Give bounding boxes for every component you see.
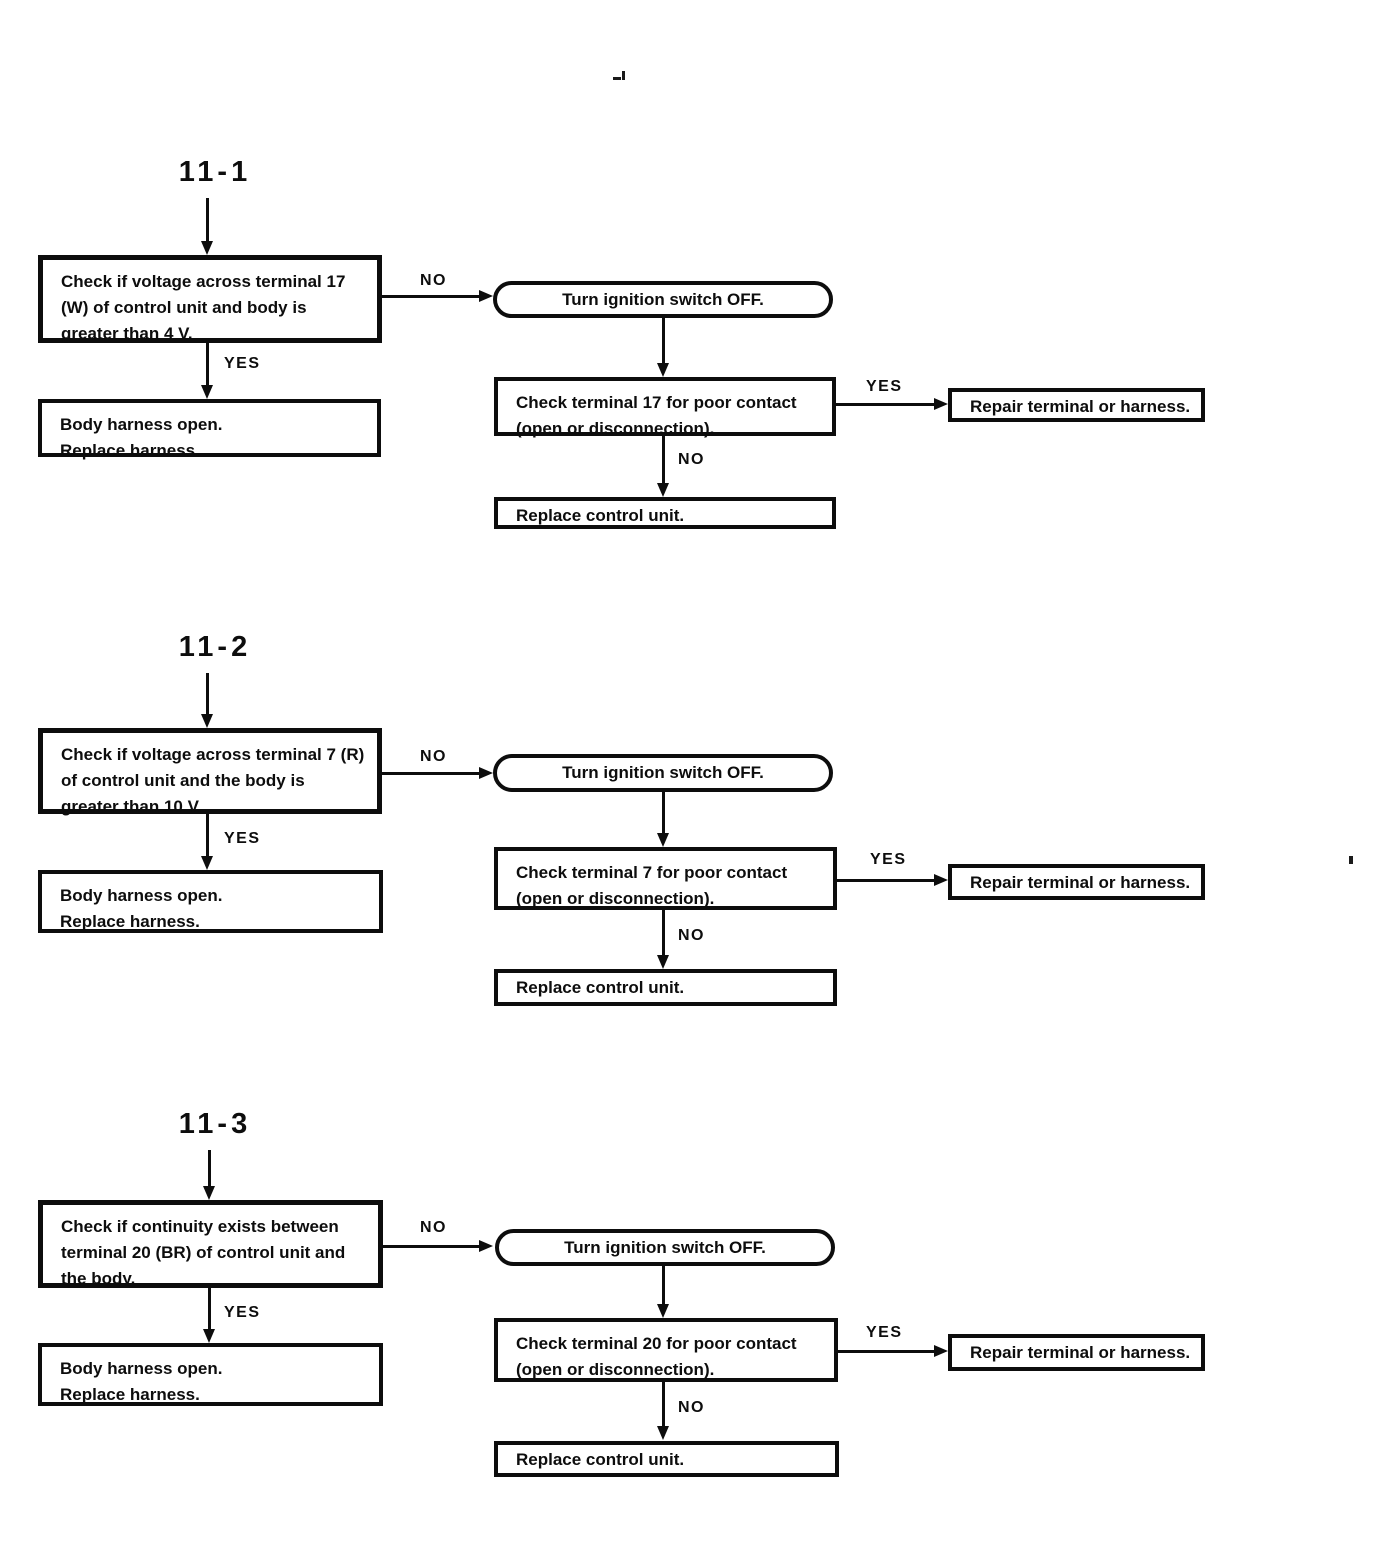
no-label: NO [420,272,447,289]
arrowhead-down-icon [201,385,213,399]
yes-label: YES [866,1324,903,1341]
connector-line [662,318,665,364]
yes-label: YES [224,1304,261,1321]
connector-line [837,879,935,882]
arrowhead-right-icon [479,1240,493,1252]
no-label: NO [678,927,705,944]
decision-box-check-voltage: Check if voltage across terminal 17 (W) … [38,255,382,343]
no-label: NO [420,1219,447,1236]
arrowhead-down-icon [657,1304,669,1318]
yes-label: YES [224,830,261,847]
arrowhead-right-icon [479,767,493,779]
section-title-11-2: 11-2 [178,631,252,663]
decision-box-check-terminal: Check terminal 17 for poor contact (open… [494,377,836,438]
result-box-replace-unit: Replace control unit. [494,497,836,529]
result-box-repair: Repair terminal or harness. [948,1334,1205,1371]
arrowhead-down-icon [657,483,669,497]
connector-line [662,1266,665,1304]
connector-line [662,792,665,834]
yes-label: YES [866,378,903,395]
arrowhead-right-icon [934,1345,948,1357]
yes-label: YES [224,355,261,372]
connector-line [206,198,209,243]
connector-line [206,673,209,716]
action-box-ignition-off: Turn ignition switch OFF. [495,1229,835,1266]
arrowhead-down-icon [201,241,213,255]
arrowhead-down-icon [201,856,213,870]
action-box-ignition-off: Turn ignition switch OFF. [493,754,833,792]
arrowhead-right-icon [934,398,948,410]
connector-line [662,910,665,956]
decision-box-check-continuity: Check if continuity exists between termi… [38,1200,383,1288]
arrowhead-down-icon [657,1426,669,1440]
arrowhead-down-icon [203,1186,215,1200]
result-box-body-harness: Body harness open. Replace harness. [38,399,381,460]
scan-artifact [1349,856,1353,864]
no-label: NO [678,451,705,468]
result-box-replace-unit: Replace control unit. [494,1441,839,1477]
connector-line [836,403,935,406]
connector-line [383,1245,480,1248]
arrowhead-down-icon [657,363,669,377]
decision-box-check-terminal: Check terminal 7 for poor contact (open … [494,847,837,910]
result-box-body-harness: Body harness open. Replace harness. [38,1343,383,1406]
result-box-body-harness: Body harness open. Replace harness. [38,870,383,933]
section-title-11-3: 11-3 [178,1108,252,1140]
arrowhead-down-icon [201,714,213,728]
connector-line [380,295,480,298]
decision-box-check-voltage: Check if voltage across terminal 7 (R) o… [38,728,382,816]
connector-line [382,772,480,775]
arrowhead-right-icon [934,874,948,886]
decision-box-check-terminal: Check terminal 20 for poor contact (open… [494,1318,838,1382]
no-label: NO [678,1399,705,1416]
scan-artifact [613,77,621,80]
result-box-replace-unit: Replace control unit. [494,969,837,1006]
connector-line [208,1288,211,1329]
connector-line [208,1150,211,1186]
arrowhead-down-icon [657,833,669,847]
arrowhead-down-icon [203,1329,215,1343]
connector-line [838,1350,935,1353]
connector-line [206,814,209,856]
connector-line [206,343,209,385]
connector-line [662,1382,665,1427]
arrowhead-right-icon [479,290,493,302]
result-box-repair: Repair terminal or harness. [948,388,1205,422]
yes-label: YES [870,851,907,868]
no-label: NO [420,748,447,765]
scan-artifact [622,71,625,80]
result-box-repair: Repair terminal or harness. [948,864,1205,900]
action-box-ignition-off: Turn ignition switch OFF. [493,281,833,318]
connector-line [662,436,665,484]
section-title-11-1: 11-1 [178,156,252,188]
arrowhead-down-icon [657,955,669,969]
